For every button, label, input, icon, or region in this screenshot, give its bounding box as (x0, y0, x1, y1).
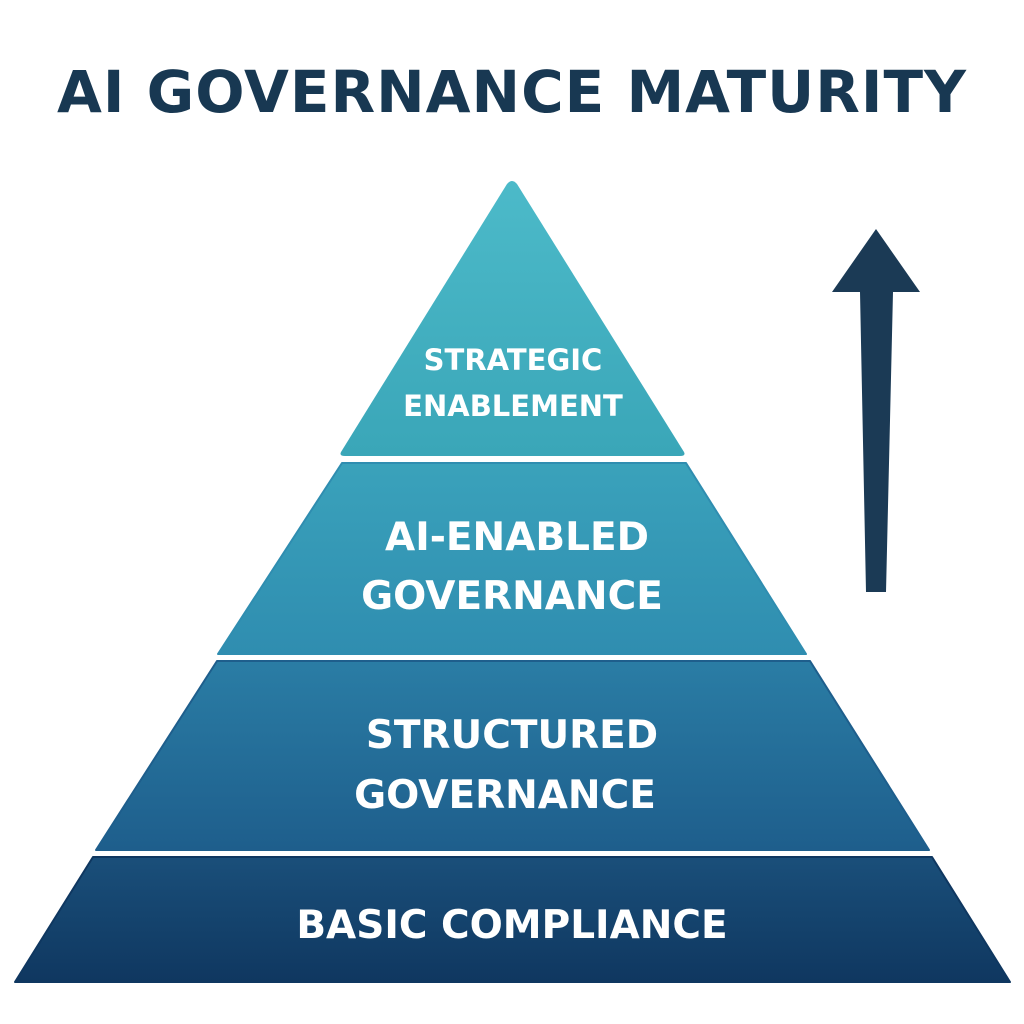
tier-4-label: BASIC COMPLIANCE (296, 903, 727, 948)
tier-4-shape (14, 856, 1011, 983)
tier-basic-compliance: BASIC COMPLIANCE (14, 856, 1011, 983)
tier-2-label-line2: GOVERNANCE (361, 574, 663, 619)
tier-2-label-line1: AI-ENABLED (385, 515, 649, 560)
tier-1-label-line2: ENABLEMENT (403, 389, 623, 423)
tier-1-shape (340, 181, 685, 456)
tier-structured-governance: STRUCTURED GOVERNANCE (95, 660, 930, 851)
tier-strategic-enablement: STRATEGIC ENABLEMENT (340, 181, 685, 456)
tier-3-label-line1: STRUCTURED (366, 713, 658, 758)
up-arrow-icon (832, 229, 920, 592)
tier-2-shape (217, 462, 807, 655)
diagram-title: AI GOVERNANCE MATURITY (56, 58, 968, 126)
tier-3-shape (95, 660, 930, 851)
tier-3-label-line2: GOVERNANCE (354, 773, 656, 818)
tier-ai-enabled-governance: AI-ENABLED GOVERNANCE (217, 462, 807, 655)
tier-1-label-line1: STRATEGIC (424, 343, 603, 377)
